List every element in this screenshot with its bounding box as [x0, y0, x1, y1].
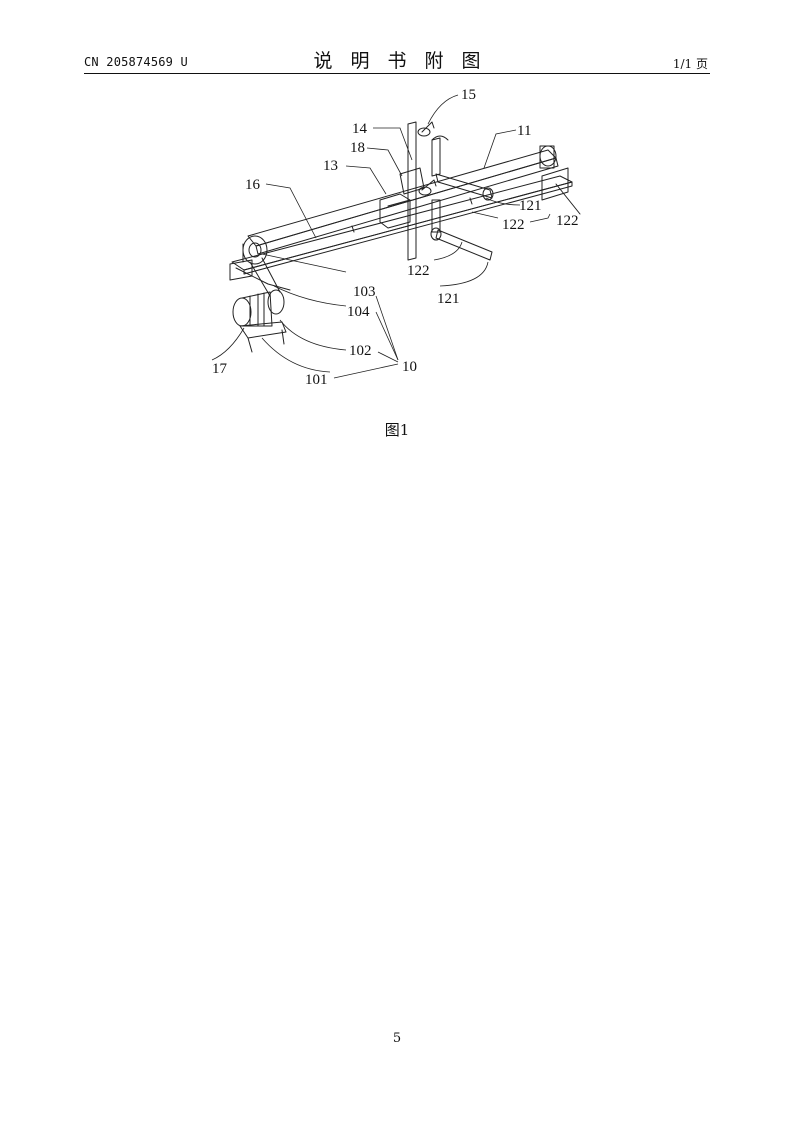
vertical-column: [407, 121, 417, 261]
label-103: 103: [353, 284, 376, 300]
upper-arm: [435, 173, 493, 199]
carriage: [379, 193, 411, 229]
drive-pulley: [267, 289, 285, 315]
label-10: 10: [402, 359, 417, 375]
label-122: 122: [502, 217, 525, 233]
part-labels: 15 14 11 18 13 16 121 122 122 122 121 10…: [212, 87, 579, 388]
document-number: CN 205874569 U: [84, 55, 188, 69]
label-18: 18: [350, 140, 365, 156]
figure-caption: 图1: [384, 421, 410, 439]
label-17: 17: [212, 361, 228, 377]
label-13: 13: [323, 158, 338, 174]
label-15: 15: [461, 87, 476, 103]
label-122: 122: [407, 263, 430, 279]
label-102: 102: [349, 343, 372, 359]
motor-base: [239, 321, 287, 339]
leader-lines: [211, 94, 551, 379]
motor-end: [232, 297, 252, 327]
label-121: 121: [519, 198, 542, 214]
page-title: 说明书附图: [313, 50, 499, 72]
label-104: 104: [347, 304, 370, 320]
page-number: 5: [392, 1031, 402, 1046]
page-indicator: 1/1 页: [672, 57, 708, 71]
label-101: 101: [305, 372, 328, 388]
label-11: 11: [517, 123, 531, 139]
lower-arm: [435, 229, 493, 261]
label-121: 121: [437, 291, 460, 307]
label-122: 122: [556, 213, 579, 229]
label-14: 14: [352, 121, 368, 137]
label-16: 16: [245, 177, 261, 193]
header-divider: [84, 73, 710, 74]
